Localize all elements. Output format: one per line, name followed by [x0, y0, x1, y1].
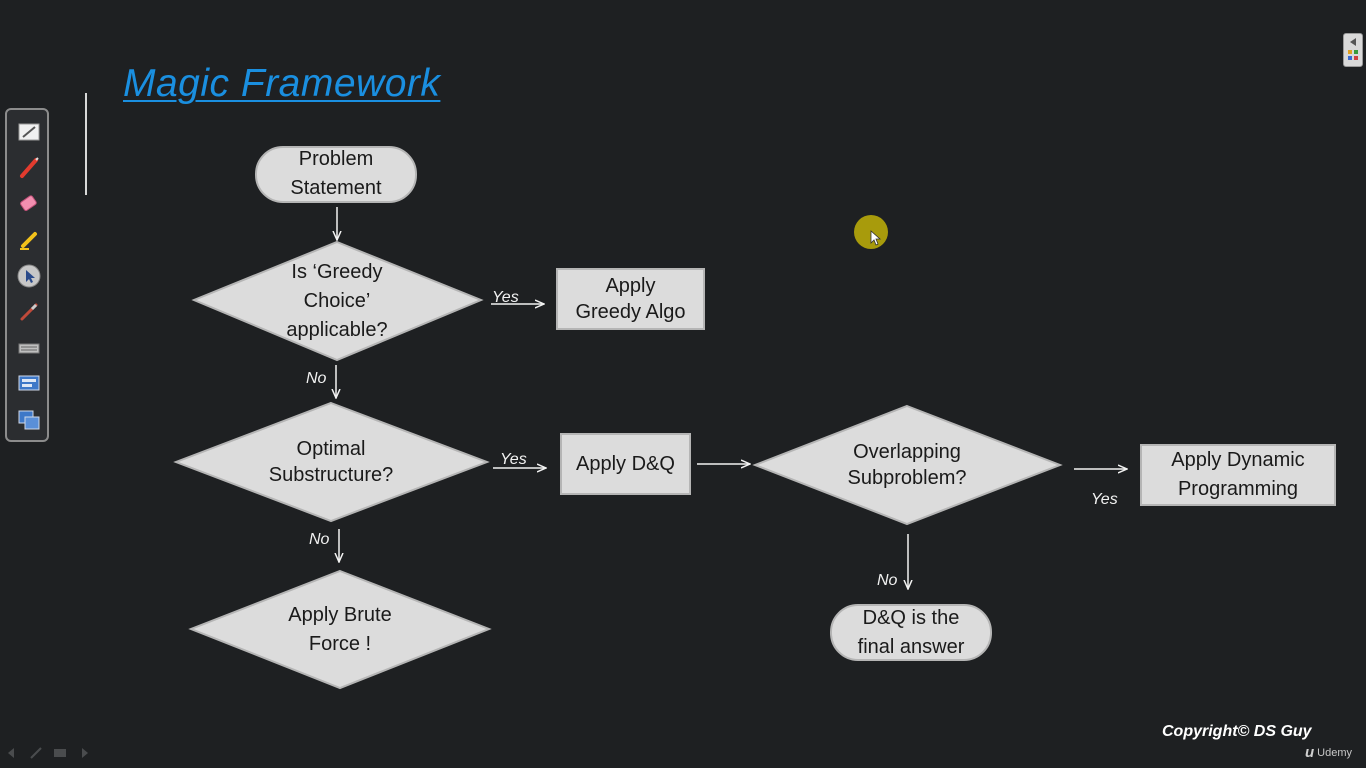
- dynamic-programming-process: [1140, 444, 1336, 506]
- udemy-logo-icon: u: [1305, 744, 1315, 761]
- pointer-icon[interactable]: [15, 262, 43, 290]
- greedy-algo-label: Apply Greedy Algo: [575, 275, 686, 323]
- pen-menu-icon[interactable]: [28, 745, 44, 761]
- udemy-brand-text: Udemy: [1317, 746, 1353, 759]
- optimal-substructure-decision: [173, 401, 490, 523]
- panel-toggle-icon: [1348, 38, 1358, 60]
- next-slide-icon[interactable]: [76, 745, 92, 761]
- dq-label: Apply D&Q: [576, 452, 675, 475]
- overlapping-subproblem-decision: [752, 404, 1063, 526]
- window-switch-icon[interactable]: [15, 406, 43, 434]
- brute-force-label: Apply Brute Force !: [288, 604, 392, 655]
- title-divider: [85, 93, 87, 195]
- slide-sorter-icon[interactable]: [15, 118, 43, 146]
- udemy-watermark: u Udemy: [1305, 744, 1352, 761]
- brute-force-decision: [188, 569, 492, 690]
- screen-icon[interactable]: [15, 370, 43, 398]
- optimal-substructure-label: Optimal Substructure?: [268, 438, 394, 486]
- annotation-toolbar: [5, 108, 49, 442]
- dynamic-programming-label: Apply Dynamic Programming: [1171, 449, 1305, 500]
- greedy-algo-process: [556, 268, 705, 330]
- dq-process: [560, 433, 691, 495]
- optimal-yes-label: Yes: [500, 451, 527, 468]
- slideshow-nav: [4, 745, 92, 761]
- slide-menu-icon[interactable]: [52, 745, 68, 761]
- dq-final-terminal: [830, 604, 992, 661]
- dq-final-label: D&Q is the final answer: [857, 607, 965, 658]
- overlap-yes-label: Yes: [1091, 491, 1118, 508]
- greedy-no-label: No: [306, 370, 327, 387]
- cursor-arrow-icon: [870, 230, 882, 246]
- highlighter-icon[interactable]: [15, 226, 43, 254]
- brush-icon[interactable]: [15, 298, 43, 326]
- optimal-no-label: No: [309, 531, 330, 548]
- greedy-choice-decision: [191, 240, 484, 362]
- slide-title: Magic Framework: [123, 62, 441, 105]
- greedy-yes-label: Yes: [492, 289, 519, 306]
- overlapping-subproblem-label: Overlapping Subproblem?: [847, 441, 967, 489]
- copyright-text: Copyright© DS Guy: [1162, 723, 1312, 740]
- keyboard-icon[interactable]: [15, 334, 43, 362]
- problem-statement-terminal: [255, 146, 417, 203]
- problem-statement-label: Problem Statement: [290, 148, 382, 199]
- eraser-icon[interactable]: [15, 190, 43, 218]
- greedy-choice-label: Is ‘Greedy Choice’ applicable?: [286, 260, 388, 341]
- pen-icon[interactable]: [15, 154, 43, 182]
- overlap-no-label: No: [877, 572, 898, 589]
- previous-slide-icon[interactable]: [4, 745, 20, 761]
- collapse-panel-button[interactable]: [1343, 33, 1363, 67]
